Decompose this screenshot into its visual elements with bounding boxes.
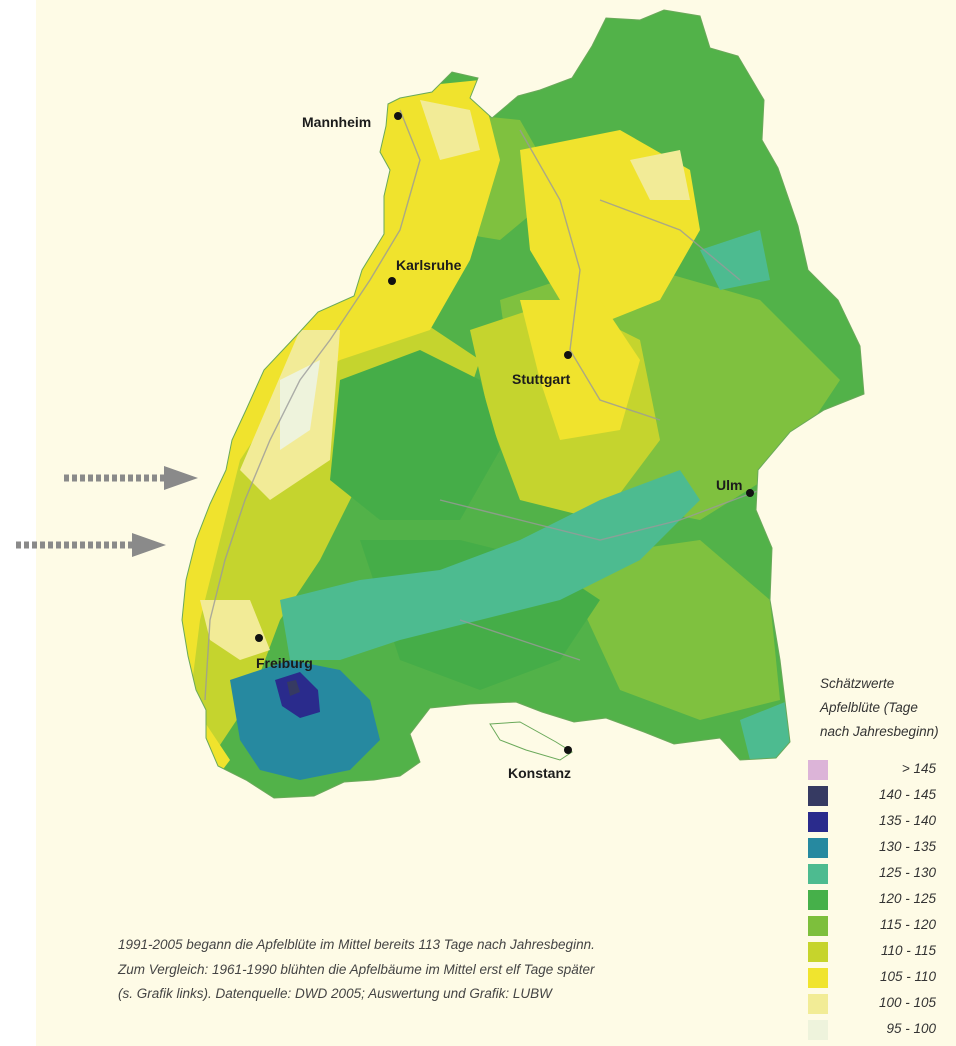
arrow-upper	[64, 466, 198, 490]
caption-line-3: (s. Grafik links). Datenquelle: DWD 2005…	[118, 986, 552, 1001]
legend-label: 100 - 105	[878, 995, 936, 1010]
legend-swatch	[808, 890, 828, 910]
city-mannheim: Mannheim	[302, 112, 402, 130]
svg-text:Mannheim: Mannheim	[302, 114, 371, 130]
legend-title-line-2: Apfelblüte (Tage	[820, 700, 918, 715]
legend-title-line-1: Schätzwerte	[820, 676, 895, 691]
svg-text:Freiburg: Freiburg	[256, 655, 313, 671]
legend-item: 140 - 145	[808, 784, 956, 810]
legend-label: 115 - 120	[879, 917, 936, 932]
legend-item: 105 - 110	[808, 966, 956, 992]
legend-item: 130 - 135	[808, 836, 956, 862]
legend-swatch	[808, 786, 828, 806]
legend-item: 100 - 105	[808, 992, 956, 1018]
legend-label: 105 - 110	[879, 969, 936, 984]
legend-label: 140 - 145	[878, 787, 936, 802]
legend-swatch	[808, 812, 828, 832]
legend-swatch	[808, 916, 828, 936]
legend-item: 120 - 125	[808, 888, 956, 914]
legend-item: 125 - 130	[808, 862, 956, 888]
legend-title-line-3: nach Jahresbeginn)	[820, 724, 939, 739]
legend-label: 130 - 135	[878, 839, 936, 854]
svg-text:Stuttgart: Stuttgart	[512, 371, 571, 387]
legend-label: 125 - 130	[878, 865, 936, 880]
legend-swatch	[808, 760, 828, 780]
legend-label: 95 - 100	[886, 1021, 936, 1036]
city-konstanz: Konstanz	[508, 746, 572, 781]
caption: 1991-2005 begann die Apfelblüte im Mitte…	[118, 933, 758, 1007]
city-ulm: Ulm	[716, 477, 754, 497]
legend-swatch	[808, 994, 828, 1014]
caption-line-2: Zum Vergleich: 1961-1990 blühten die Apf…	[118, 961, 595, 977]
legend-label: 135 - 140	[878, 813, 936, 828]
rivers	[204, 109, 761, 701]
legend-swatch	[808, 838, 828, 858]
legend-label: > 145	[901, 761, 936, 776]
city-freiburg: Freiburg	[255, 634, 313, 671]
legend-swatch	[808, 864, 828, 884]
svg-text:Karlsruhe: Karlsruhe	[396, 257, 462, 273]
legend-label: 120 - 125	[878, 891, 936, 906]
legend-item: 115 - 120	[808, 914, 956, 940]
lake-constance	[489, 721, 573, 761]
caption-line-1: 1991-2005 begann die Apfelblüte im Mitte…	[118, 937, 595, 952]
climate-zones	[182, 80, 840, 798]
legend-item: > 145	[808, 758, 956, 784]
city-stuttgart: Stuttgart	[512, 351, 572, 387]
legend: Schätzwerte Apfelblüte (Tage nach Jahres…	[808, 672, 956, 1040]
legend-swatch	[808, 968, 828, 988]
svg-text:Ulm: Ulm	[716, 477, 742, 493]
legend-swatch	[808, 1020, 828, 1040]
legend-item: 110 - 115	[808, 940, 956, 966]
arrow-lower	[16, 533, 166, 557]
svg-text:Konstanz: Konstanz	[508, 765, 571, 781]
city-karlsruhe: Karlsruhe	[388, 257, 462, 285]
border-line	[181, 9, 865, 799]
legend-swatch	[808, 942, 828, 962]
legend-item: 95 - 100	[808, 1018, 956, 1044]
legend-item: 135 - 140	[808, 810, 956, 836]
legend-label: 110 - 115	[880, 943, 936, 958]
